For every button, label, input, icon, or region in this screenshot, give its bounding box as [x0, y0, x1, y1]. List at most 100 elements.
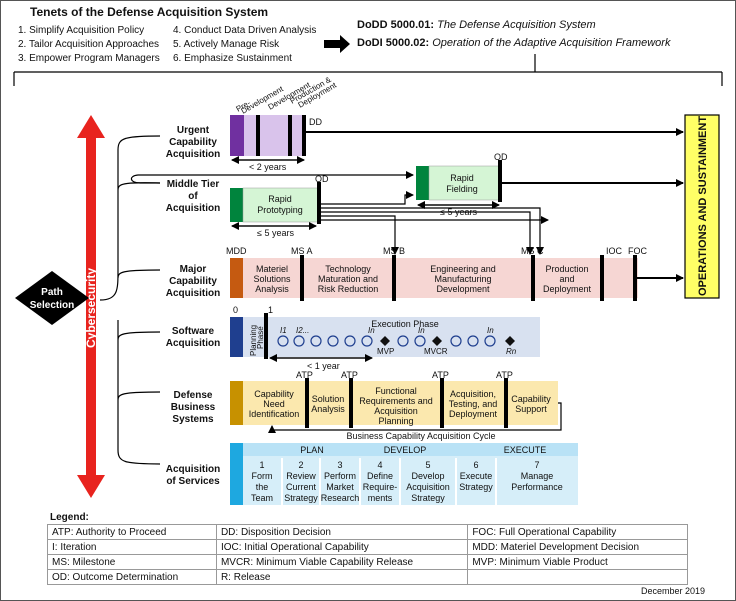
- step-7-l1: Manage: [521, 471, 554, 481]
- step-1-num: 1: [259, 460, 264, 470]
- dbs-atd-1: Acquisition,: [450, 389, 496, 399]
- phase-msa-1: Materiel: [256, 264, 288, 274]
- phase-msa-3: Analysis: [255, 284, 289, 294]
- milestone-ms-b: MS B: [383, 246, 405, 256]
- step-2-l3: Strategy: [284, 493, 318, 503]
- iteration-i1: I1: [280, 326, 287, 335]
- milestone-ioc: IOC: [606, 246, 623, 256]
- dbs-atd-2: Testing, and: [449, 399, 498, 409]
- tenet-1: 1. Simplify Acquisition Policy: [18, 25, 144, 36]
- legend-cell: DD: Disposition Decision: [215, 524, 469, 540]
- dbs-sa-1: Solution: [312, 394, 345, 404]
- path-branches: [99, 135, 161, 465]
- legend-row: I: Iteration IOC: Initial Operational Ca…: [47, 539, 688, 555]
- svg-text:Path: Path: [41, 287, 63, 298]
- tenet-2: 2. Tailor Acquisition Approaches: [18, 39, 159, 50]
- release-label: Rn: [506, 347, 517, 356]
- planning-phase-1: Planning: [249, 325, 258, 356]
- legend-table: ATP: Authority to Proceed DD: Dispositio…: [47, 524, 688, 585]
- sw-marker-0: 0: [233, 305, 238, 315]
- phase-emd-1: Engineering and: [430, 264, 496, 274]
- rapid-fielding-1: Rapid: [450, 173, 474, 183]
- step-6-l1: Execute: [460, 471, 493, 481]
- legend-cell: R: Release: [215, 569, 469, 585]
- group-execute: EXECUTE: [504, 445, 547, 455]
- legend-cell: ATP: Authority to Proceed: [47, 524, 217, 540]
- milestone-foc: FOC: [628, 246, 647, 256]
- directive-2: DoDI 5000.02: Operation of the Adaptive …: [357, 37, 671, 49]
- step-3-l1: Perform: [324, 471, 356, 481]
- directive-arrow-icon: [324, 35, 350, 53]
- dbs-atd-3: Deployment: [449, 409, 498, 419]
- milestone-mdd: MDD: [226, 246, 247, 256]
- step-7-num: 7: [534, 460, 539, 470]
- software-duration: < 1 year: [307, 361, 340, 371]
- major-label-3: Acquisition: [166, 288, 220, 299]
- step-4-l2: Require-: [363, 482, 398, 492]
- execution-phase-label: Execution Phase: [371, 319, 439, 329]
- step-1-l2: the: [256, 482, 269, 492]
- urgent-capability-path: Pre- Development Development Production …: [230, 75, 684, 172]
- phase-pd-3: Deployment: [543, 284, 592, 294]
- business-cycle-label: Business Capability Acquisition Cycle: [346, 431, 495, 441]
- legend-row: MS: Milestone MVCR: Minimum Viable Capab…: [47, 554, 688, 570]
- step-4-l3: ments: [368, 493, 393, 503]
- business-systems-path: ATP ATP ATP ATP Capability Need Identifi…: [230, 370, 562, 441]
- tenet-3: 3. Empower Program Managers: [18, 53, 160, 64]
- software-label-2: Acquisition: [166, 338, 220, 349]
- dbs-cni-3: Identification: [249, 409, 300, 419]
- iteration-in-1: In: [368, 326, 375, 335]
- legend-cell: FOC: Full Operational Capability: [467, 524, 688, 540]
- legend-cell: I: Iteration: [47, 539, 217, 555]
- dbs-cni-1: Capability: [254, 389, 294, 399]
- step-6-num: 6: [473, 460, 478, 470]
- major-label-1: Major: [180, 264, 207, 275]
- atp-4: ATP: [496, 370, 513, 380]
- dbs-frap-3: Acquisition: [374, 406, 418, 416]
- phase-pd-2: and: [559, 274, 574, 284]
- mta-duration-1: ≤ 5 years: [257, 228, 294, 238]
- directive-1: DoDD 5000.01: The Defense Acquisition Sy…: [357, 19, 596, 31]
- cybersecurity-arrow: Cybersecurity: [77, 115, 105, 498]
- legend-cell: [467, 569, 688, 585]
- group-plan: PLAN: [300, 445, 324, 455]
- milestone-ms-c: MS C: [521, 246, 544, 256]
- iteration-loops: [277, 335, 496, 347]
- mvp-diamond-icon: [380, 336, 390, 346]
- step-3-l2: Market: [326, 482, 354, 492]
- software-label-1: Software: [172, 326, 215, 337]
- step-3-num: 3: [337, 460, 342, 470]
- legend-cell: IOC: Initial Operational Capability: [215, 539, 469, 555]
- svg-text:OPERATIONS AND SUSTAINMENT: OPERATIONS AND SUSTAINMENT: [697, 116, 709, 296]
- legend-cell: MDD: Materiel Development Decision: [467, 539, 688, 555]
- legend-cell: MVCR: Minimum Viable Capability Release: [215, 554, 469, 570]
- dbs-frap-2: Requirements and: [359, 396, 433, 406]
- sw-marker-1: 1: [268, 305, 273, 315]
- directive-bracket: [13, 54, 723, 86]
- step-2-l1: Review: [286, 471, 316, 481]
- mvcr-diamond-icon: [432, 336, 442, 346]
- business-label-2: Business: [171, 402, 216, 413]
- urgent-label-3: Acquisition: [166, 149, 220, 160]
- phase-msa-2: Solutions: [253, 274, 291, 284]
- atp-2: ATP: [341, 370, 358, 380]
- services-label-1: Acquisition: [166, 464, 220, 475]
- step-5-num: 5: [425, 460, 430, 470]
- urgent-duration: < 2 years: [249, 162, 287, 172]
- step-6-l2: Strategy: [459, 482, 493, 492]
- services-path: PLAN DEVELOP EXECUTE 1 Form the Team 2 R…: [230, 443, 578, 505]
- iteration-in-2: In: [418, 326, 425, 335]
- atp-1: ATP: [296, 370, 313, 380]
- group-develop: DEVELOP: [384, 445, 427, 455]
- dbs-cni-2: Need: [263, 399, 285, 409]
- tenet-5: 5. Actively Manage Risk: [173, 39, 280, 50]
- legend-cell: MVP: Minimum Viable Product: [467, 554, 688, 570]
- legend-row: OD: Outcome Determination R: Release: [47, 569, 688, 585]
- phase-pd-1: Production: [545, 264, 588, 274]
- legend-cell: OD: Outcome Determination: [47, 569, 217, 585]
- dbs-sa-2: Analysis: [311, 404, 345, 414]
- services-label-2: of Services: [166, 476, 220, 487]
- iteration-i2: I2...: [296, 326, 309, 335]
- step-2-l2: Current: [286, 482, 317, 492]
